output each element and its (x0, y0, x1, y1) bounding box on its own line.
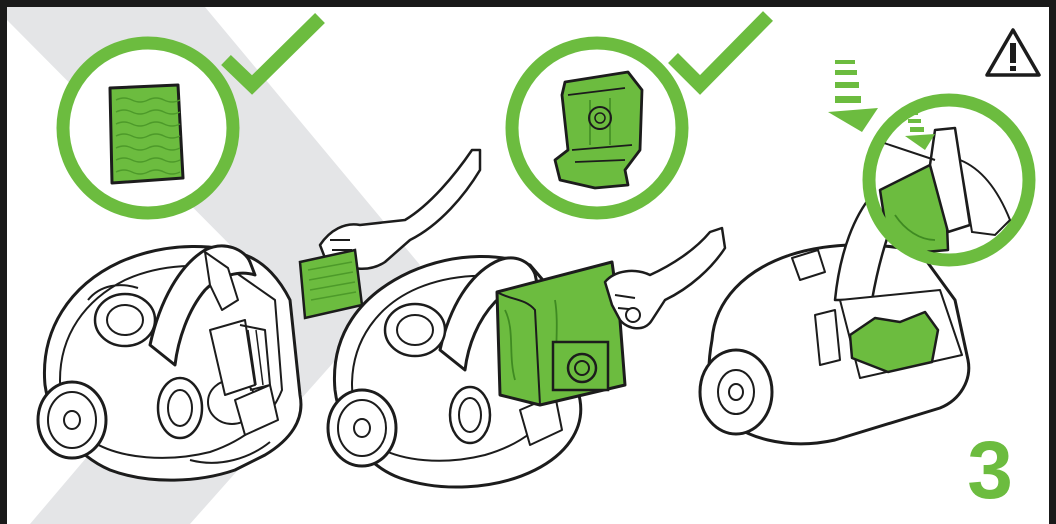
step-number: 3 (967, 425, 1013, 516)
filter-callout (63, 43, 233, 213)
bag-detail-callout (869, 100, 1029, 260)
bag-callout (512, 43, 682, 213)
filter-card (300, 250, 362, 318)
